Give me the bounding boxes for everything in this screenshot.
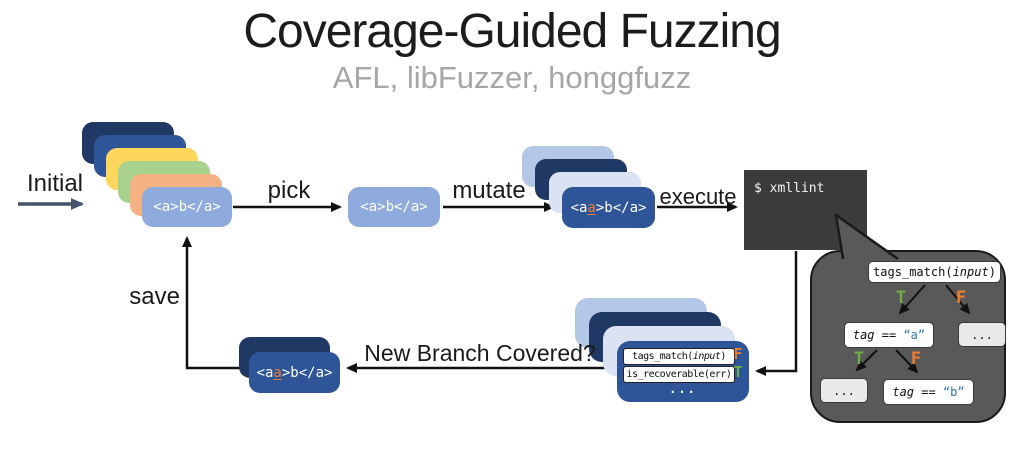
coverage-row-condition: tags_match(input): [623, 348, 735, 365]
branch-false-label: F: [955, 288, 967, 308]
tree-arrow-root-left: [898, 284, 926, 315]
tag-b-op: ==: [914, 385, 943, 399]
coverage-row-condition: is_recoverable(err): [623, 366, 735, 383]
coverage-card: tags_match(input) F is_recoverable(err) …: [617, 341, 749, 402]
root-pre: tags_match(: [873, 265, 953, 279]
execute-label: execute: [659, 184, 737, 209]
tag-a-val: “a”: [903, 328, 926, 342]
mutated-char: a: [587, 199, 596, 216]
tag-a-var: tag: [852, 328, 875, 342]
mutated-pre: <a: [570, 199, 588, 216]
saved-char: a: [273, 364, 282, 381]
coverage-row2-result: T: [733, 363, 743, 381]
page-title: Coverage-Guided Fuzzing: [243, 5, 781, 58]
tree-node-ellipsis-right: ...: [958, 322, 1006, 347]
tree-arrow-left-left: [855, 349, 878, 372]
cov-row1-pre: tags_match(: [632, 351, 693, 362]
tag-a-op: ==: [874, 328, 904, 342]
coverage-row1-result: F: [733, 345, 743, 363]
terminal-to-coverage-arrow: [755, 251, 798, 376]
root-post: ): [988, 265, 996, 279]
bubble-tail-outline: [834, 213, 899, 261]
root-arg: input: [952, 265, 989, 279]
terminal-window: $ xmllint: [744, 170, 867, 250]
tree-node-root: tags_match(input): [868, 261, 1001, 283]
tag-b-var: tag: [892, 385, 915, 399]
new-branch-label: New Branch Covered?: [364, 340, 596, 366]
tag-b-val: “b”: [942, 385, 965, 399]
tree-node-ellipsis-left: ...: [820, 378, 868, 403]
seed-card: <a>b</a>: [142, 187, 232, 227]
mutated-post: >b</a>: [595, 199, 647, 216]
pick-label: pick: [267, 177, 311, 204]
saved-post: >b</a>: [281, 364, 333, 381]
branch-false-label: F: [910, 349, 922, 369]
initial-label: Initial: [26, 170, 84, 197]
cov-row1-arg: input: [692, 351, 721, 362]
tree-node-tag-a: tag == “a”: [844, 322, 934, 348]
save-label: save: [129, 283, 180, 310]
picked-card: <a>b</a>: [348, 187, 440, 227]
cov-row1-post: ): [720, 351, 726, 362]
coverage-more-ellipsis: ...: [669, 382, 697, 396]
save-arrow: [182, 236, 250, 370]
branch-true-label: T: [895, 288, 907, 308]
branch-true-label: T: [853, 349, 865, 369]
cov-row2-pre: is_recoverable(err): [626, 369, 732, 380]
mutate-label: mutate: [452, 177, 526, 204]
page-subtitle: AFL, libFuzzer, honggfuzz: [332, 60, 692, 95]
seed-card-code: <a>b</a>: [153, 199, 221, 215]
terminal-command: $ xmllint: [754, 181, 825, 196]
tree-arrow-root-right: [945, 284, 971, 315]
tree-node-tag-b: tag == “b”: [883, 379, 974, 405]
saved-pre: <a: [256, 364, 274, 381]
picked-card-code: <a>b</a>: [360, 199, 428, 215]
tree-arrow-left-right: [895, 349, 919, 374]
